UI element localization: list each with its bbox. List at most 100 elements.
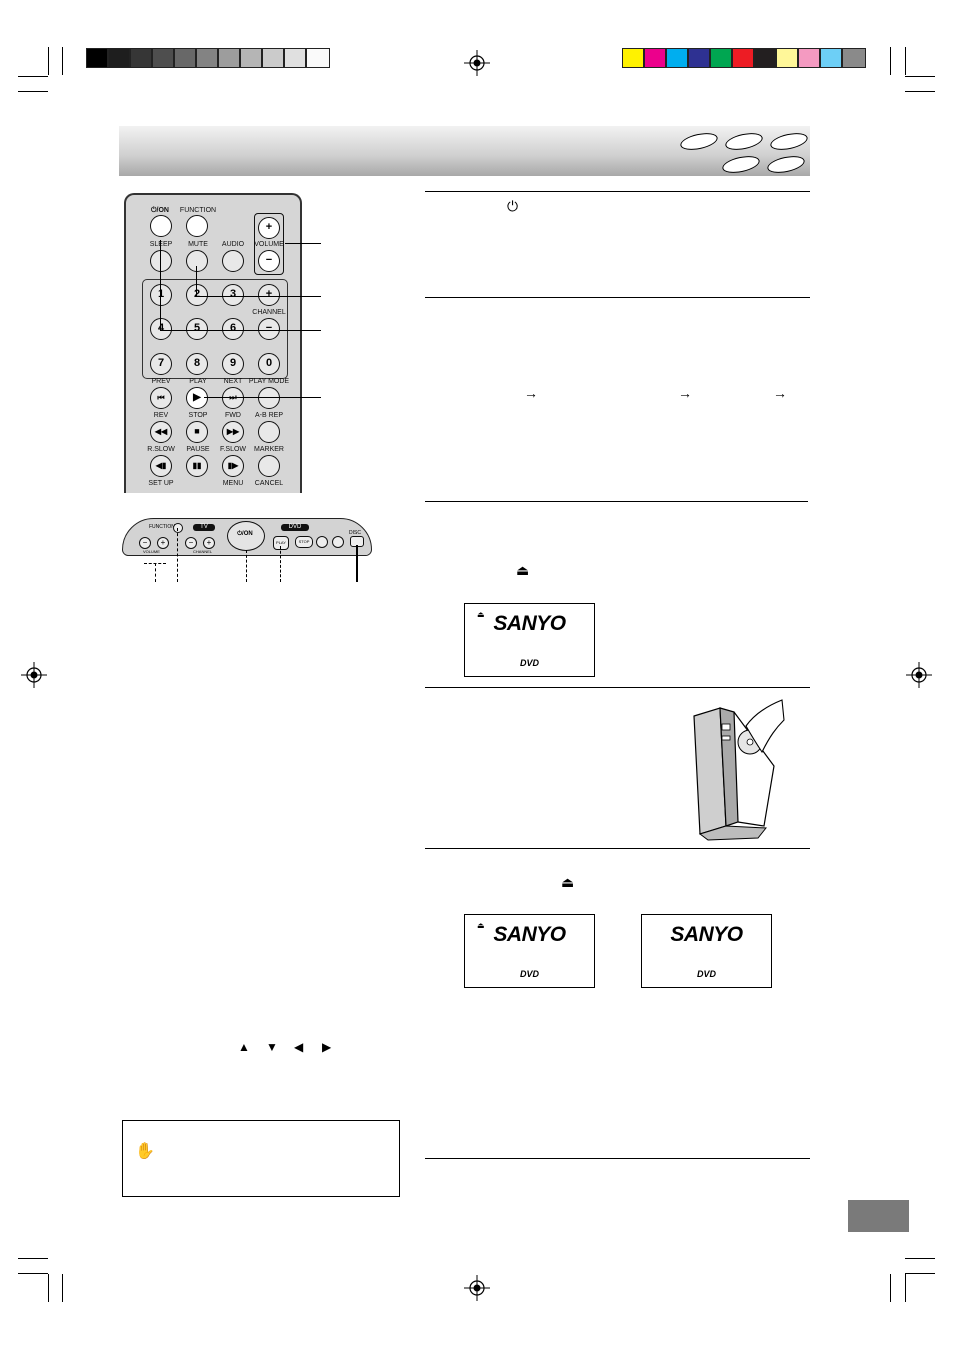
unit-function-button[interactable] [173, 523, 183, 533]
sleep-label: SLEEP [149, 241, 173, 248]
sanyo-logo: SANYO [493, 923, 566, 946]
sanyo-logo: SANYO [493, 612, 566, 635]
pause-label: PAUSE [186, 446, 210, 453]
audio-button[interactable] [222, 250, 244, 272]
volume-up-button[interactable]: + [258, 217, 280, 239]
screen-eject-icon: ⏏ [477, 610, 485, 619]
screen-open: ⏏ SANYO DVD [464, 603, 595, 677]
setup-label: SET UP [148, 480, 174, 487]
ab-rep-label: A-B REP [254, 412, 284, 419]
channel-label: CHANNEL [252, 309, 286, 316]
unit-disc-label: DISC [349, 530, 361, 536]
f-slow-icon-button[interactable]: ▮▶ [222, 455, 244, 477]
audio-label: AUDIO [221, 241, 245, 248]
volume-label: VOLUME [254, 241, 284, 248]
arrow-icon-1: → [524, 385, 538, 401]
unit-play-button[interactable]: PLAY [273, 536, 289, 550]
unit-next-button[interactable] [332, 536, 344, 548]
marker-label: MARKER [254, 446, 284, 453]
screen-closed: SANYO DVD [641, 914, 772, 988]
mute-button[interactable] [186, 250, 208, 272]
hand-icon: ✋ [135, 1143, 155, 1160]
step-divider-2 [425, 297, 810, 298]
power-button[interactable] [150, 215, 172, 237]
function-label: FUNCTION [179, 207, 217, 214]
unit-power-button[interactable]: ⏻/ON [227, 521, 265, 551]
unit-stop-button[interactable]: STOP [295, 536, 313, 548]
ab-rep-button[interactable] [258, 421, 280, 443]
eject-icon-2: ⏏ [561, 874, 575, 890]
registration-target-left [21, 662, 47, 688]
unit-volume-down-button[interactable]: − [139, 537, 151, 549]
unit-channel-up-button[interactable]: + [203, 537, 215, 549]
next-icon-button[interactable]: ⏭ [222, 387, 244, 409]
digit-8-button[interactable]: 8 [186, 353, 208, 375]
dvd-video-logo: DVD [696, 969, 716, 979]
unit-power-label: ⏻/ON [237, 531, 253, 537]
unit-prev-button[interactable] [316, 536, 328, 548]
unit-function-label: FUNCTION [149, 524, 175, 530]
pause-icon-button[interactable]: ▮▮ [186, 455, 208, 477]
menu-label: MENU [222, 480, 244, 487]
digit-3-button[interactable]: 3 [222, 284, 244, 306]
unit-channel-label: CHANNEL [193, 549, 213, 554]
power-on-label: ⏻/ON [151, 207, 169, 214]
main-unit-panel: FUNCTION TV DVD DISC − + VOLUME − + CHAN… [122, 518, 372, 556]
digit-2-button[interactable]: 2 [186, 284, 208, 306]
right-arrow-icon: ▶ [322, 1040, 332, 1054]
down-arrow-icon: ▼ [266, 1040, 278, 1054]
next-label: NEXT [223, 378, 243, 385]
arrow-icon-2: → [678, 385, 692, 401]
play-label: PLAY [189, 378, 207, 385]
f-slow-label: F.SLOW [219, 446, 247, 453]
page-number-tab [848, 1200, 909, 1232]
remote-control: ⏻/ON FUNCTION + VOLUME − SLEEP MUTE AUDI… [124, 193, 302, 493]
up-arrow-icon: ▲ [238, 1040, 250, 1054]
play-icon-button[interactable]: ▶ [186, 387, 208, 409]
stop-icon-button[interactable]: ■ [186, 421, 208, 443]
unit-tv-label: TV [193, 524, 215, 531]
left-arrow-icon: ◀ [294, 1040, 304, 1054]
prev-label: PREV [151, 378, 171, 385]
function-button[interactable] [186, 215, 208, 237]
digit-4-button[interactable]: 4 [150, 318, 172, 340]
digit-0-button[interactable]: 0 [258, 353, 280, 375]
rev-label: REV [153, 412, 169, 419]
mute-label: MUTE [188, 241, 208, 248]
unit-volume-label: VOLUME [143, 549, 160, 554]
volume-down-button[interactable]: − [258, 250, 280, 272]
eject-icon-1: ⏏ [516, 562, 530, 578]
digit-7-button[interactable]: 7 [150, 353, 172, 375]
registration-target-top [464, 50, 490, 76]
unit-channel-down-button[interactable]: − [185, 537, 197, 549]
rev-icon-button[interactable]: ◀◀ [150, 421, 172, 443]
sleep-button[interactable] [150, 250, 172, 272]
digit-6-button[interactable]: 6 [222, 318, 244, 340]
arrow-icon-3: → [773, 385, 787, 401]
screen-eject-icon: ⏏ [477, 921, 485, 930]
channel-up-button[interactable]: + [258, 284, 280, 306]
fwd-icon-button[interactable]: ▶▶ [222, 421, 244, 443]
sanyo-logo: SANYO [670, 923, 743, 946]
power-icon: ⏻ [507, 198, 519, 214]
r-slow-icon-button[interactable]: ◀▮ [150, 455, 172, 477]
digit-1-button[interactable]: 1 [150, 284, 172, 306]
disc-insertion-illustration [693, 699, 785, 841]
marker-button[interactable] [258, 455, 280, 477]
prev-icon-button[interactable]: ⏮ [150, 387, 172, 409]
registration-target-right [906, 662, 932, 688]
screen-closing: ⏏ SANYO DVD [464, 914, 595, 988]
number-pad-frame [142, 279, 288, 379]
stop-label: STOP [188, 412, 208, 419]
cancel-label: CANCEL [254, 480, 284, 487]
channel-down-button[interactable]: − [258, 318, 280, 340]
digit-5-button[interactable]: 5 [186, 318, 208, 340]
unit-volume-up-button[interactable]: + [157, 537, 169, 549]
dvd-video-logo: DVD [519, 969, 539, 979]
step-divider-5 [425, 848, 810, 849]
step-divider-3 [425, 501, 808, 502]
unit-dvd-label: DVD [281, 524, 309, 531]
digit-9-button[interactable]: 9 [222, 353, 244, 375]
play-mode-button[interactable] [258, 387, 280, 409]
step-divider-1 [425, 191, 810, 192]
